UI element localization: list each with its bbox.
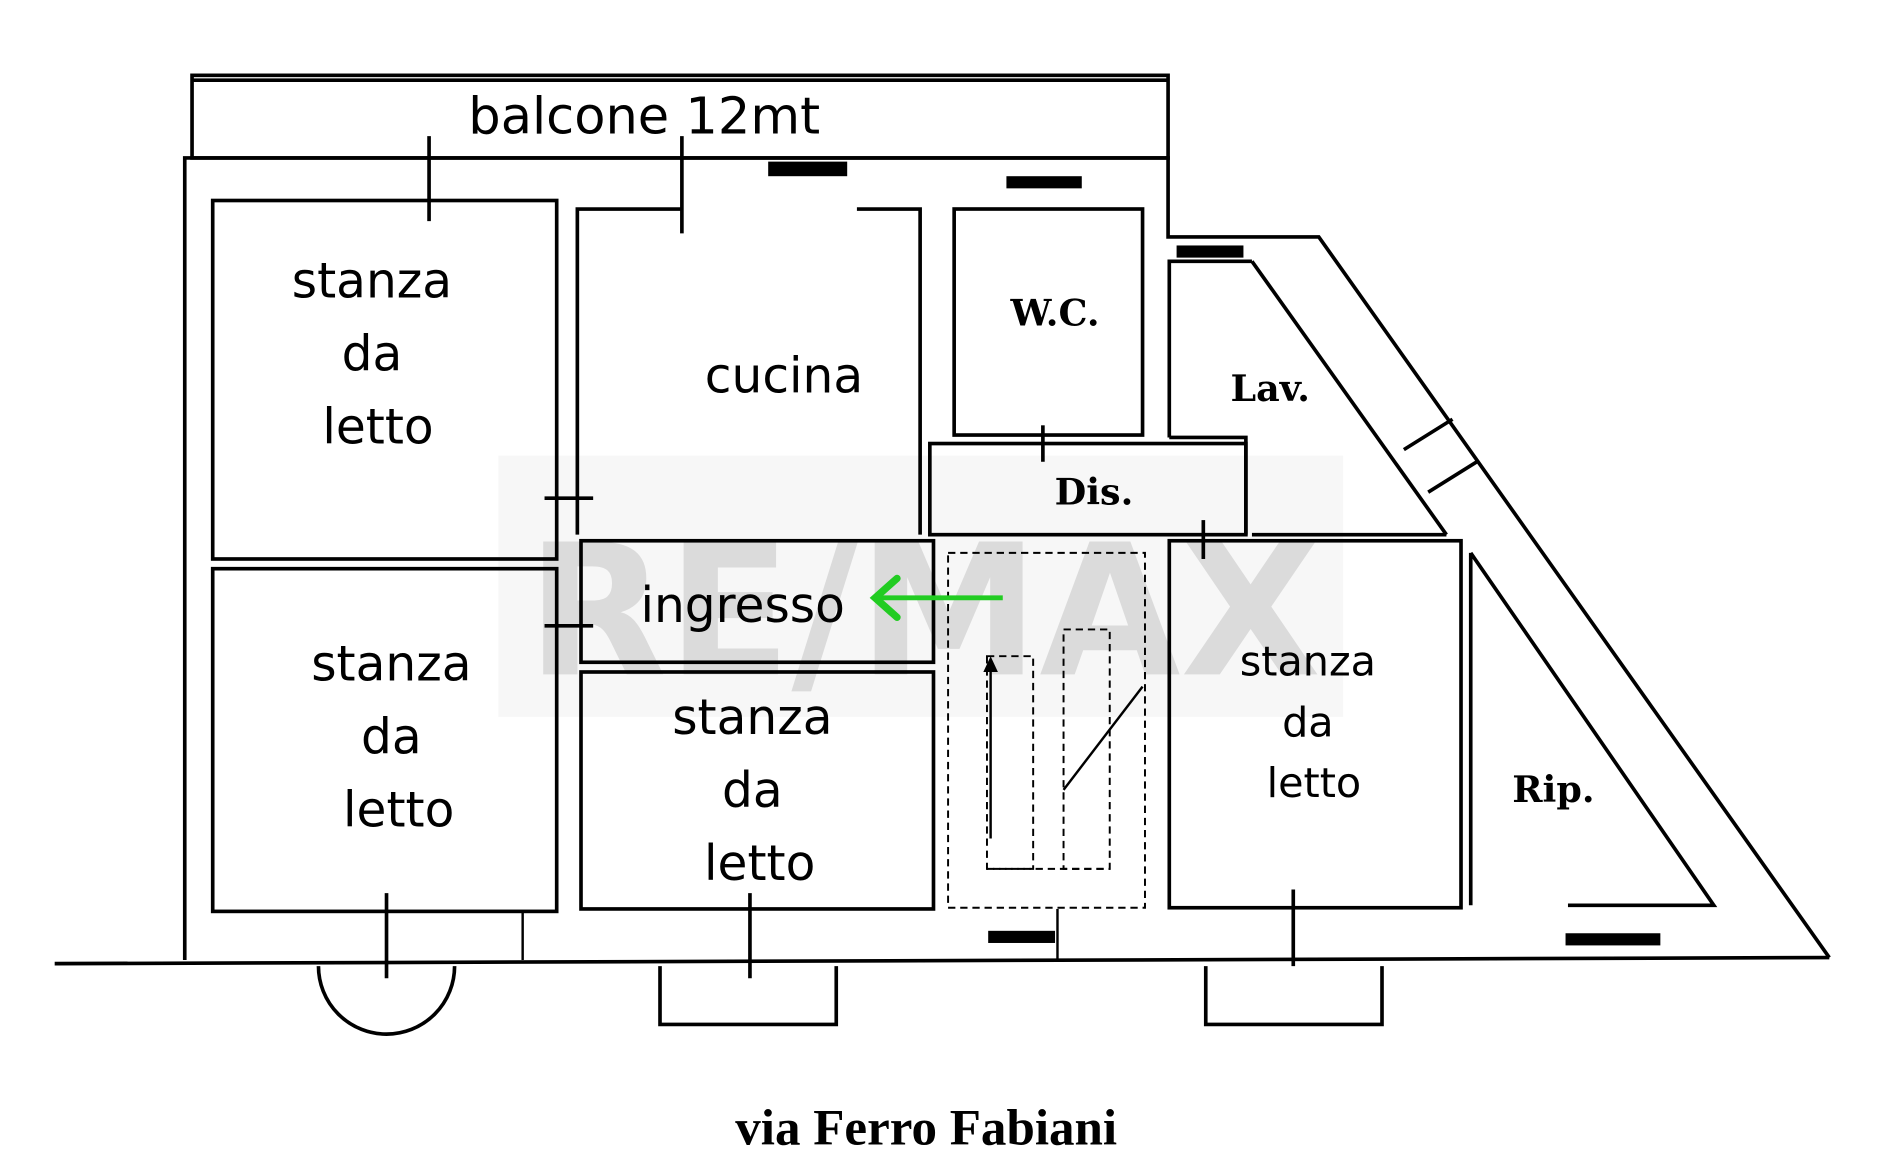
svg-text:da: da [342, 327, 403, 383]
svg-text:da: da [361, 709, 422, 765]
bedroom-right-label: stanza da letto [1240, 638, 1376, 808]
entrance-arrow [869, 574, 1003, 621]
laundry-label: Lav. [1230, 367, 1309, 410]
staircase [947, 551, 1146, 909]
svg-text:letto: letto [1267, 759, 1362, 807]
kitchen-label: cucina [705, 349, 863, 405]
svg-text:letto: letto [322, 400, 433, 456]
entrance-label: ingresso [640, 578, 844, 634]
storage-label: Rip. [1512, 768, 1594, 811]
svg-text:letto: letto [704, 836, 815, 892]
svg-text:stanza: stanza [292, 254, 452, 310]
wc-label: W.C. [1010, 292, 1100, 335]
bedroom-bottom-left-label: stanza da letto [311, 637, 471, 839]
hall-label: Dis. [1055, 470, 1134, 513]
outer-walls [54, 156, 1831, 966]
svg-text:stanza: stanza [672, 690, 832, 746]
window-markers [384, 136, 1661, 979]
svg-text:da: da [722, 763, 783, 819]
svg-text:stanza: stanza [311, 637, 471, 693]
balcony-label: balcone 12mt [468, 88, 820, 147]
svg-text:da: da [1282, 698, 1334, 746]
bedroom-center-label: stanza da letto [672, 690, 832, 892]
svg-text:stanza: stanza [1240, 638, 1376, 686]
bedroom-top-left-label: stanza da letto [292, 254, 452, 456]
street-label: via Ferro Fabiani [735, 1101, 1117, 1157]
bottom-balconies [316, 966, 1384, 1036]
svg-text:letto: letto [343, 782, 454, 838]
room-walls [210, 198, 1473, 960]
